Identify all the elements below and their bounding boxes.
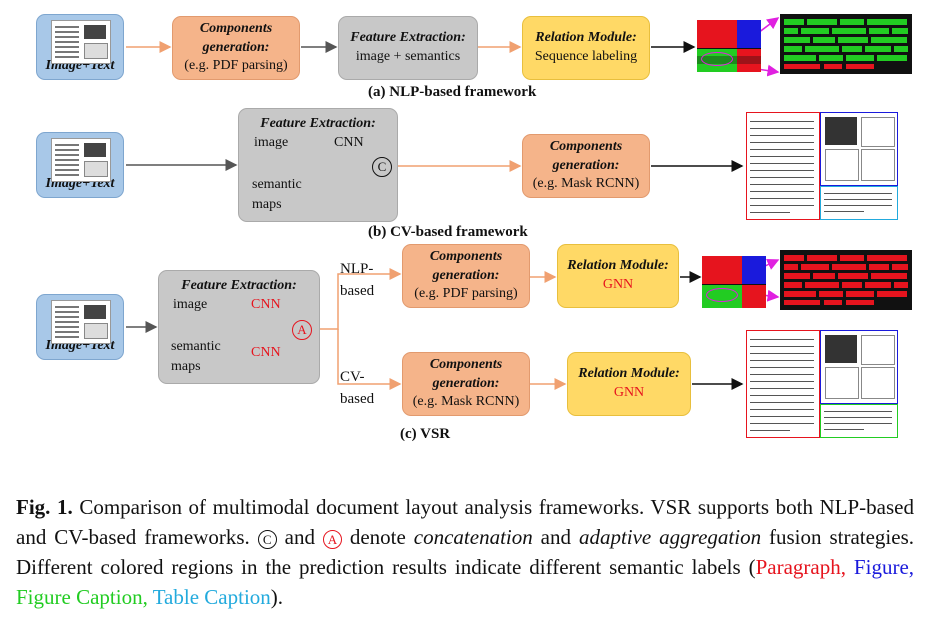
figure-number: Fig. 1. — [16, 495, 73, 519]
nlp-based-label: NLP-based — [340, 261, 375, 299]
document-thumbnail — [51, 20, 111, 64]
semantic-maps-label-c: semantic maps — [171, 339, 221, 374]
legend-figure-caption: Figure Caption, — [16, 585, 148, 609]
prediction-c-small — [702, 256, 766, 308]
components-generation-c1: Components generation: (e.g. PDF parsing… — [402, 244, 530, 308]
legend-paragraph: Paragraph, — [755, 555, 846, 579]
prediction-c-zoom — [780, 250, 912, 310]
document-thumbnail — [51, 138, 111, 182]
cnn-label-c2: CNN — [251, 345, 281, 360]
caption-b: (b) CV-based framework — [368, 224, 528, 240]
image-label-c: image — [173, 297, 208, 312]
image-label-b: image — [254, 135, 289, 150]
prediction-b-page — [746, 112, 820, 220]
relation-module-a: Relation Module: Sequence labeling — [522, 16, 650, 80]
semantic-maps-label-b: semantic maps — [252, 177, 302, 212]
relation-module-c2: Relation Module: GNN — [567, 352, 691, 416]
concat-symbol: C — [257, 529, 277, 549]
legend-figure: Figure, — [846, 555, 915, 579]
feature-extraction-b: Feature Extraction: — [238, 108, 398, 222]
cv-based-label: CV-based — [340, 369, 375, 407]
document-thumbnail — [51, 300, 111, 344]
relation-module-c1: Relation Module: GNN — [557, 244, 679, 308]
figure-caption: Fig. 1. Comparison of multimodal documen… — [16, 495, 915, 609]
arrow-c-split — [310, 268, 402, 330]
arrow-c-split2 — [337, 329, 402, 390]
components-generation-b: Components generation: (e.g. Mask RCNN) — [522, 134, 650, 198]
caption-c: (c) VSR — [400, 426, 451, 442]
adaptive-symbol-c: A — [292, 320, 312, 340]
adaptive-symbol: A — [322, 529, 342, 549]
input-image-text-c: Image+Text — [36, 294, 124, 360]
concat-symbol-b: C — [372, 157, 392, 177]
input-image-text-a: Image+Text — [36, 14, 124, 80]
components-generation-a: Components generation: (e.g. PDF parsing… — [172, 16, 300, 80]
prediction-c-page — [746, 330, 820, 438]
input-image-text-b: Image+Text — [36, 132, 124, 198]
prediction-a-small — [697, 20, 761, 72]
legend-table-caption: Table Caption — [147, 585, 271, 609]
prediction-b-table-caption — [820, 186, 898, 220]
prediction-b-figure — [820, 112, 898, 186]
prediction-a-zoom — [780, 14, 912, 74]
feature-extraction-a: Feature Extraction: image + semantics — [338, 16, 478, 80]
prediction-c-figure-caption — [820, 404, 898, 438]
caption-a: (a) NLP-based framework — [368, 84, 537, 100]
cnn-label-c1: CNN — [251, 297, 281, 312]
cnn-label-b: CNN — [334, 135, 364, 150]
components-generation-c2: Components generation: (e.g. Mask RCNN) — [402, 352, 530, 416]
prediction-c-figure — [820, 330, 898, 404]
